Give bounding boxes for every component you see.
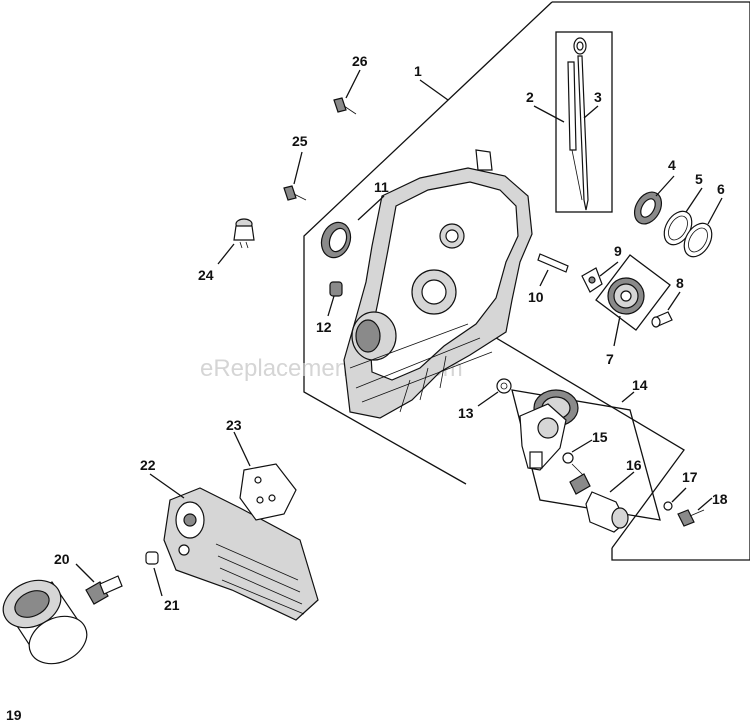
pin-8 bbox=[651, 311, 673, 328]
oil-cooler-22 bbox=[163, 487, 319, 621]
closure-plate-housing bbox=[343, 149, 533, 419]
washer-9 bbox=[581, 267, 603, 293]
callout-26: 26 bbox=[352, 53, 368, 69]
callout-12: 12 bbox=[316, 319, 332, 335]
washer-17 bbox=[663, 501, 673, 511]
plug-21 bbox=[145, 551, 159, 565]
callout-18: 18 bbox=[712, 491, 728, 507]
valve-24 bbox=[233, 218, 255, 249]
callout-17: 17 bbox=[682, 469, 698, 485]
callout-10: 10 bbox=[528, 289, 544, 305]
callout-4: 4 bbox=[668, 157, 676, 173]
adapter-nipple-20 bbox=[85, 575, 123, 605]
leader-lines bbox=[75, 69, 723, 597]
callout-6: 6 bbox=[717, 181, 725, 197]
oil-seal-11 bbox=[320, 221, 352, 259]
gear-7 bbox=[607, 277, 645, 315]
callout-24: 24 bbox=[198, 267, 214, 283]
callout-21: 21 bbox=[164, 597, 180, 613]
callout-15: 15 bbox=[592, 429, 608, 445]
callout-22: 22 bbox=[140, 457, 156, 473]
spring-15 bbox=[562, 452, 585, 477]
callout-11: 11 bbox=[374, 179, 389, 195]
callout-16: 16 bbox=[626, 457, 642, 473]
screw-26 bbox=[333, 97, 357, 115]
plug-12 bbox=[329, 281, 343, 297]
callout-14: 14 bbox=[632, 377, 648, 393]
dipstick-tube bbox=[567, 37, 589, 211]
sensor-16 bbox=[569, 473, 629, 533]
gasket-23 bbox=[239, 463, 297, 521]
screw-25 bbox=[283, 185, 307, 201]
callout-25: 25 bbox=[292, 133, 308, 149]
callout-19: 19 bbox=[6, 707, 22, 723]
callout-1: 1 bbox=[414, 63, 422, 79]
callout-7: 7 bbox=[606, 351, 614, 367]
callout-2: 2 bbox=[526, 89, 534, 105]
oil-seal-4 bbox=[633, 191, 663, 225]
o-ring-13 bbox=[496, 378, 512, 394]
o-ring-6 bbox=[683, 222, 713, 258]
oil-pump-assembly-14 bbox=[519, 389, 579, 471]
callout-8: 8 bbox=[676, 275, 684, 291]
callout-23: 23 bbox=[226, 417, 242, 433]
callout-13: 13 bbox=[458, 405, 474, 421]
shaft-pin-10 bbox=[537, 253, 569, 273]
assembly-outline bbox=[303, 1, 750, 561]
callouts: 1 2 3 4 5 6 7 8 9 10 11 12 13 14 15 16 1… bbox=[6, 53, 728, 723]
oil-filter-19 bbox=[2, 579, 88, 665]
callout-5: 5 bbox=[695, 171, 703, 187]
o-ring-5 bbox=[663, 210, 693, 246]
screw-18 bbox=[677, 509, 705, 527]
callout-9: 9 bbox=[614, 243, 622, 259]
callout-3: 3 bbox=[594, 89, 602, 105]
callout-20: 20 bbox=[54, 551, 70, 567]
